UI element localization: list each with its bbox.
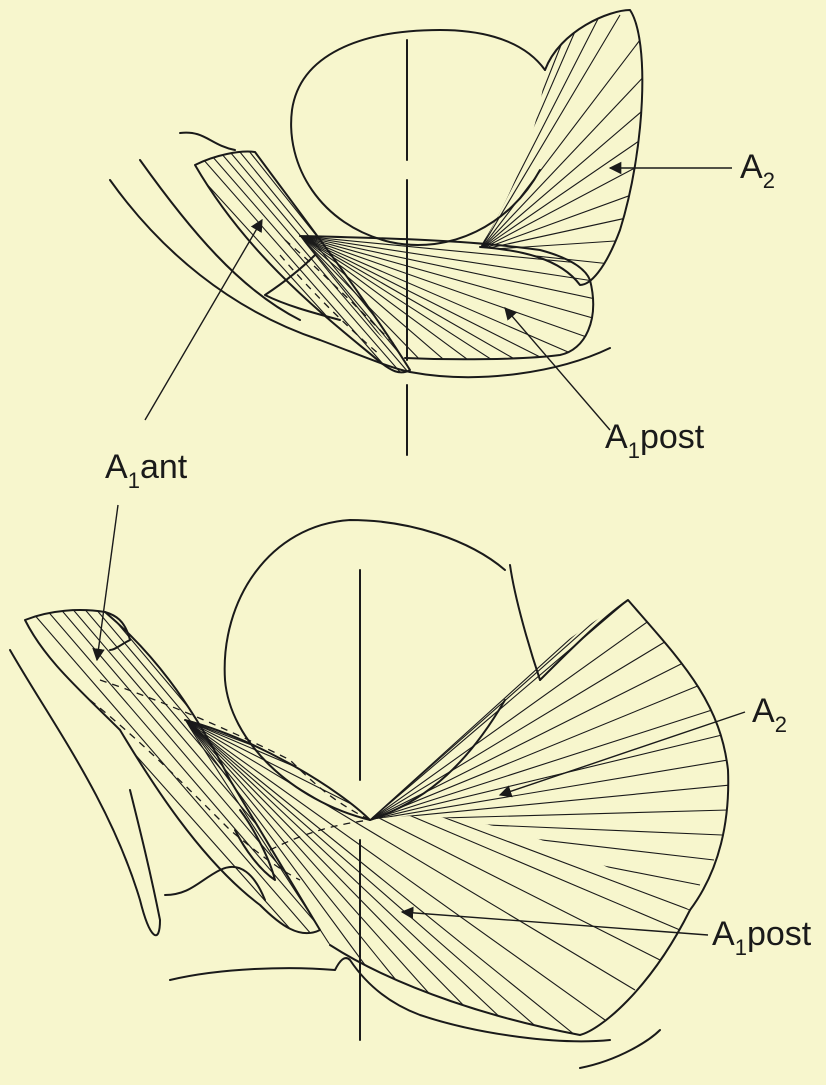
bottom-outer-rim	[580, 1030, 660, 1068]
label-top-a2-sub: 2	[763, 168, 775, 193]
bottom-hidden-edge-3	[270, 820, 370, 850]
label-bottom-a1post-sub: 1	[735, 935, 747, 960]
top-a2-fibers	[480, 15, 655, 265]
bottom-a2-arrow	[500, 712, 745, 795]
bottom-femoral-neck-line	[510, 565, 540, 680]
label-a1ant: A1ant	[105, 448, 188, 493]
top-inner-loop	[265, 255, 340, 320]
top-femoral-head-outline	[291, 30, 545, 245]
svg-text:A2: A2	[752, 692, 787, 737]
bottom-femoral-head-outline	[225, 520, 505, 820]
label-top-a2-main: A	[740, 148, 763, 186]
a1ant-arrow-top	[145, 220, 262, 420]
label-bottom-a2-main: A	[752, 692, 775, 730]
svg-text:A1post: A1post	[605, 418, 705, 463]
label-bottom-a1post-main: A	[712, 915, 735, 953]
label-top-a2: A2	[740, 148, 775, 193]
bottom-a1post-fibers	[185, 720, 690, 1035]
svg-text:A1ant: A1ant	[105, 448, 188, 493]
top-inner-curve	[140, 160, 300, 320]
top-panel	[110, 10, 732, 455]
top-a1ant-outline	[195, 152, 410, 373]
bottom-a1post-outline	[330, 910, 690, 1035]
label-bottom-a2: A2	[752, 692, 787, 737]
bottom-acetabular-floor	[170, 958, 610, 1041]
bottom-panel	[10, 505, 745, 1068]
label-top-a1post: A1post	[605, 418, 705, 463]
label-bottom-a1post-rest: post	[747, 915, 812, 953]
bottom-a1ant-fibers	[15, 606, 355, 945]
label-a1ant-rest: ant	[140, 448, 188, 486]
top-rim-notch	[180, 133, 235, 150]
label-a1ant-sub: 1	[128, 468, 140, 493]
bottom-a2-fibers	[370, 600, 730, 885]
label-bottom-a1post: A1post	[712, 915, 812, 960]
bottom-capsule-curve	[185, 720, 370, 820]
top-acetabular-rim-lower	[410, 348, 610, 377]
label-bottom-a2-sub: 2	[775, 712, 787, 737]
svg-text:A1post: A1post	[712, 915, 812, 960]
bottom-a1post-arrow	[402, 912, 708, 935]
label-top-a1post-main: A	[605, 418, 628, 456]
svg-text:A2: A2	[740, 148, 775, 193]
label-top-a1post-sub: 1	[628, 438, 640, 463]
label-top-a1post-rest: post	[640, 418, 705, 456]
label-a1ant-main: A	[105, 448, 128, 486]
top-a2-outline	[480, 10, 642, 285]
bottom-a2-outline	[540, 600, 728, 910]
